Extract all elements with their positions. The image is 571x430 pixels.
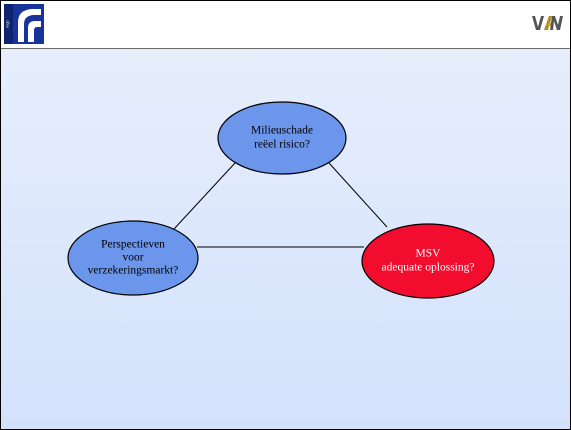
- node-perspectieven-label-line-3: verzekeringsmarkt?: [88, 265, 179, 277]
- slide-header: logo: [1, 1, 570, 49]
- node-msv: MSV adequate oplossing?: [361, 223, 495, 299]
- edge-milieuschade-perspectieven: [173, 162, 236, 230]
- node-perspectieven-label-line-2: voor: [122, 252, 143, 264]
- header-divider: [1, 48, 570, 49]
- edge-milieuschade-msv: [328, 162, 388, 228]
- vnv-logo: [532, 16, 563, 30]
- node-milieuschade-label-line-1: Milieuschade: [251, 125, 313, 137]
- node-perspectieven-ellipse: [67, 220, 199, 296]
- node-milieuschade: Milieuschade reëel risico?: [217, 101, 347, 175]
- node-msv-label-line-1: MSV: [416, 248, 442, 260]
- node-msv-ellipse: [361, 223, 495, 299]
- node-milieuschade-ellipse: [217, 101, 347, 175]
- organization-logo: logo: [4, 4, 44, 44]
- node-msv-label-line-2: adequate oplossing?: [382, 262, 475, 274]
- node-perspectieven-label-line-1: Perspectieven: [101, 239, 165, 251]
- node-milieuschade-label-line-2: reëel risico?: [254, 139, 310, 151]
- svg-text:logo: logo: [5, 19, 10, 27]
